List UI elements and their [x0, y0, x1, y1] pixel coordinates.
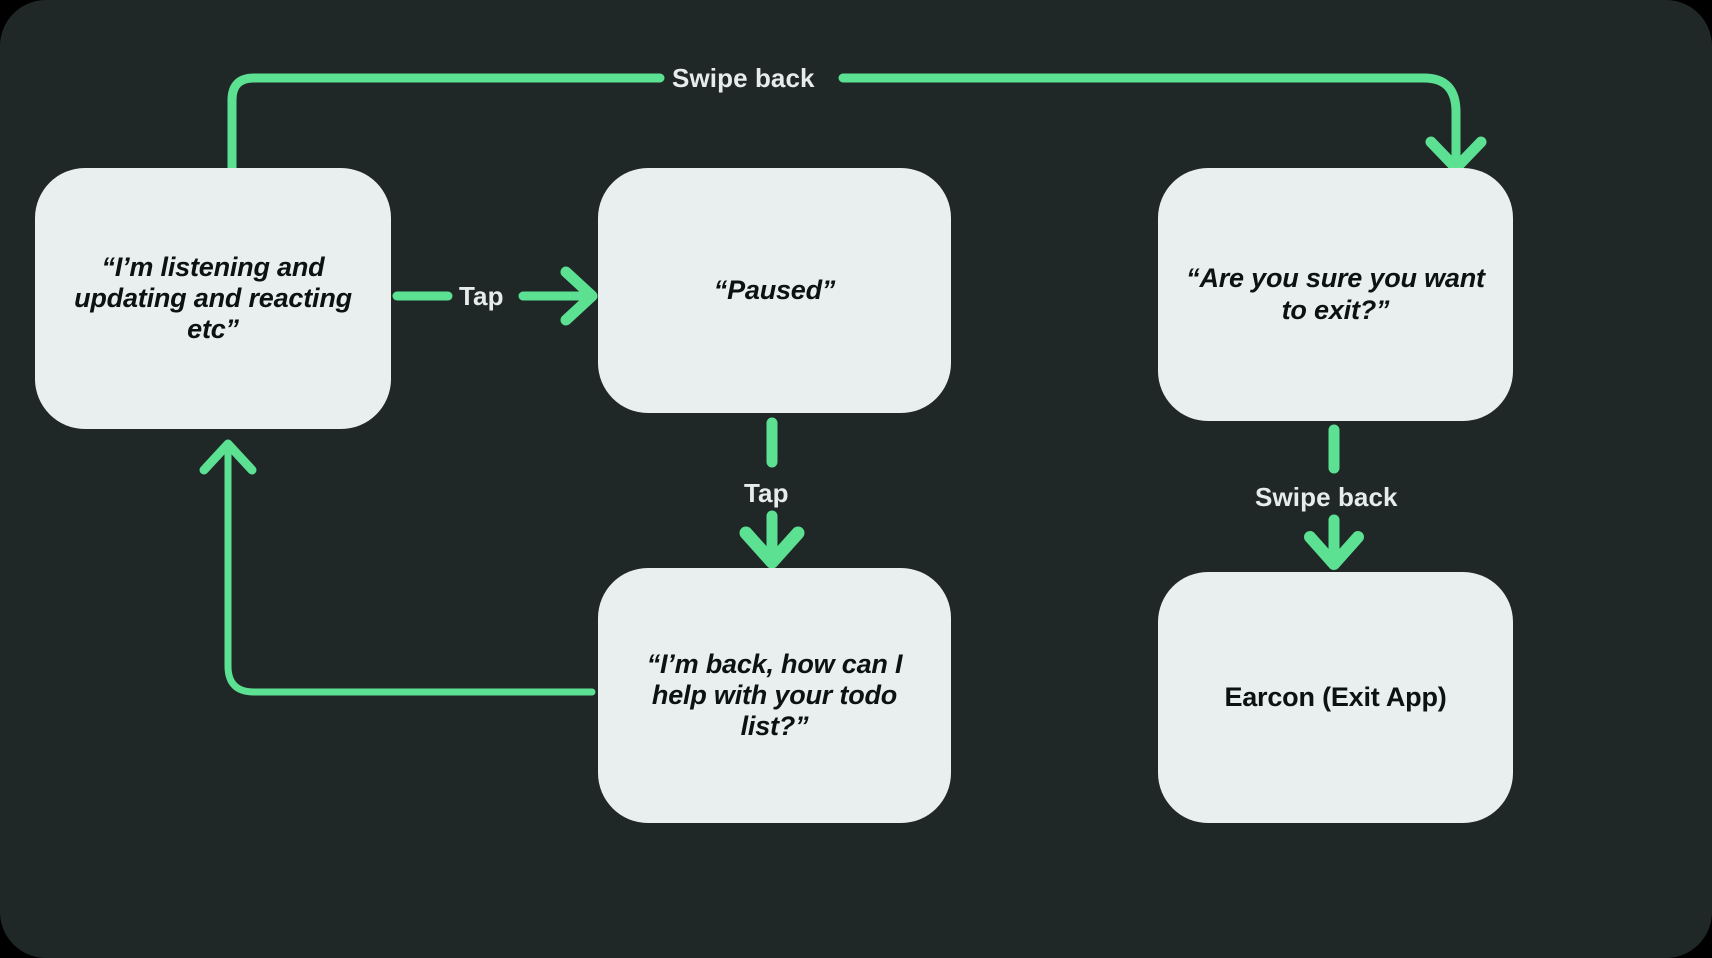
edge-label-tap-vertical: Tap — [744, 478, 789, 508]
edge-back-to-listening — [199, 439, 596, 696]
node-back-prompt-label: “I’m back, how can I help with your todo… — [646, 648, 903, 742]
node-confirm[interactable]: “Are you sure you want to exit?” — [1158, 168, 1513, 421]
edge-label-swipe-back-top: Swipe back — [672, 63, 815, 93]
edge-listening-to-confirm — [227, 73, 1487, 174]
node-listening[interactable]: “I’m listening and updating and reacting… — [35, 168, 391, 429]
node-paused-label: “Paused” — [713, 274, 836, 305]
node-earcon-exit-app-label: Earcon (Exit App) — [1224, 681, 1447, 712]
node-confirm-label: “Are you sure you want to exit?” — [1186, 263, 1485, 325]
edge-label-tap-horizontal: Tap — [459, 281, 504, 311]
node-earcon-exit-app[interactable]: Earcon (Exit App) — [1158, 572, 1513, 823]
node-listening-label: “I’m listening and updating and reacting… — [74, 251, 352, 345]
node-back-prompt[interactable]: “I’m back, how can I help with your todo… — [598, 568, 951, 823]
edge-label-swipe-back-right: Swipe back — [1255, 482, 1398, 512]
node-paused[interactable]: “Paused” — [598, 168, 951, 413]
